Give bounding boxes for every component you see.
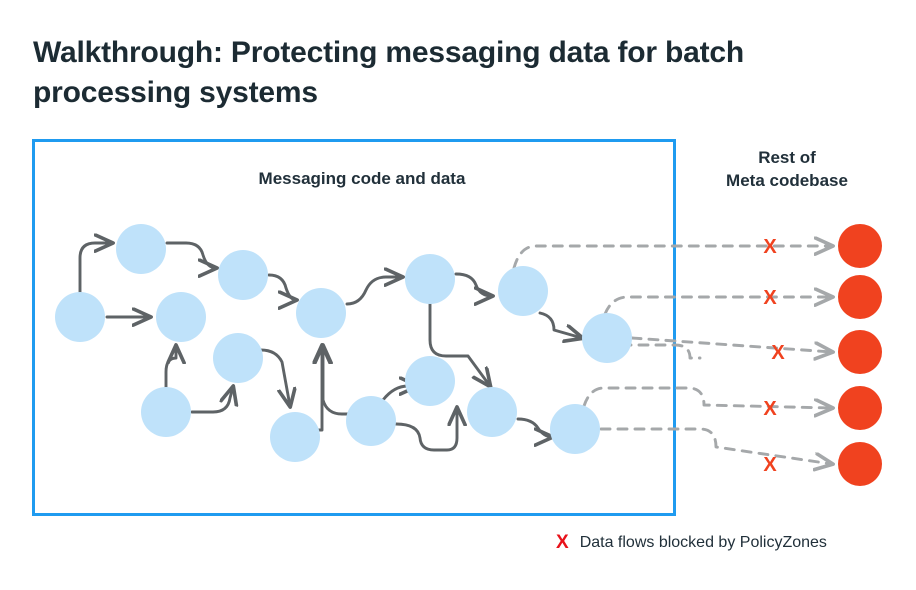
block-x-2: X (763, 287, 777, 309)
blocked-flow-2 (603, 297, 832, 316)
arrow-n12-n13 (538, 311, 582, 338)
rest-of-meta-codebase-label: Rest of Meta codebase (726, 148, 848, 190)
blocked-step-3 (603, 343, 702, 360)
messaging-boundary-box (32, 139, 676, 516)
legend: X Data flows blocked by PolicyZones (556, 533, 827, 552)
blocked-node-b5 (838, 442, 882, 486)
blocked-flow-1 (512, 246, 832, 270)
arrow-n1-n2 (78, 243, 112, 294)
blocked-node-b1 (838, 224, 882, 268)
blocked-node-b3 (838, 330, 882, 374)
block-x-3: X (771, 342, 785, 364)
arrow-n14-n15 (516, 417, 552, 437)
arrow-n2-n4 (165, 241, 216, 268)
arrow-n6-n3 (164, 346, 176, 389)
internal-flow-arrows (78, 241, 582, 452)
arrow-n8-n7 (310, 346, 322, 432)
blocked-flow-steps (603, 343, 702, 360)
node-n9 (346, 396, 396, 446)
blocked-flow-3 (630, 336, 832, 352)
block-x-5: X (763, 454, 777, 476)
node-n5 (213, 333, 263, 383)
node-n13 (582, 313, 632, 363)
arrow-n11-n12 (454, 272, 492, 296)
block-x-4: X (763, 398, 777, 420)
arrow-n9-n7 (323, 346, 357, 416)
blocked-node-b4 (838, 386, 882, 430)
blocked-node-b2 (838, 275, 882, 319)
node-n1 (55, 292, 105, 342)
blocked-flow-4 (582, 386, 832, 408)
node-n7 (296, 288, 346, 338)
arrow-n9-n10b (394, 408, 457, 452)
arrow-n11-n14 (428, 302, 490, 386)
node-n2 (116, 224, 166, 274)
legend-x-icon: X (556, 532, 569, 553)
node-n8 (270, 412, 320, 462)
block-x-markers: X X X X X (763, 236, 785, 476)
node-n11 (405, 254, 455, 304)
blocked-flow-5 (599, 427, 832, 464)
internal-nodes (55, 224, 632, 462)
arrow-n7-n11 (345, 277, 402, 306)
block-x-1: X (763, 236, 777, 258)
node-n6 (141, 387, 191, 437)
node-n10 (405, 356, 455, 406)
node-n12 (498, 266, 548, 316)
legend-label: Data flows blocked by PolicyZones (579, 533, 827, 551)
arrow-n6-n5 (190, 387, 233, 414)
node-n15 (550, 404, 600, 454)
messaging-code-and-data-label: Messaging code and data (258, 169, 466, 188)
node-n14 (467, 387, 517, 437)
node-n3 (156, 292, 206, 342)
page-title: Walkthrough: Protecting messaging data f… (33, 36, 745, 109)
blocked-target-nodes (838, 224, 882, 486)
arrow-n4-n7 (267, 273, 296, 300)
blocked-flow-lines (512, 246, 832, 464)
node-n4 (218, 250, 268, 300)
arrow-n5-n8 (259, 348, 290, 406)
